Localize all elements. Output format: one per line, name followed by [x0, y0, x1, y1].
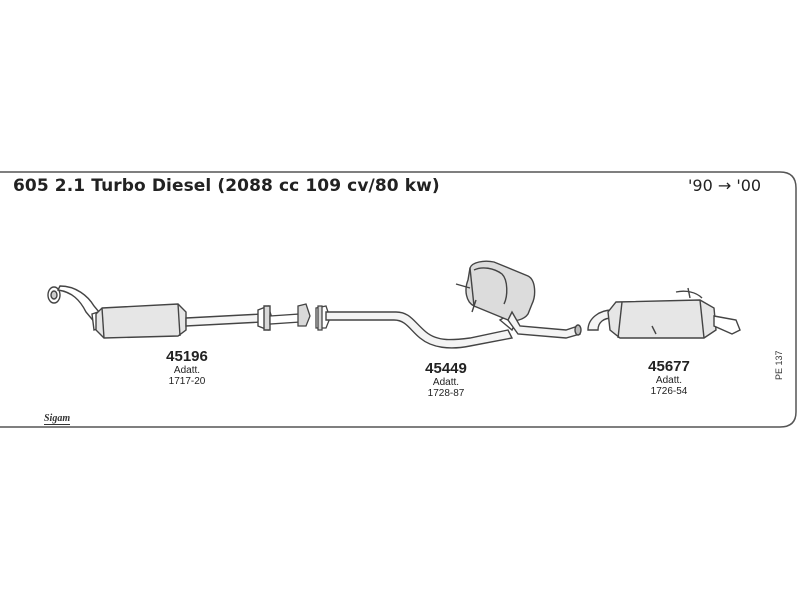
part-adapt-label: Adatt. — [432, 377, 460, 388]
rear-silencer-45677 — [587, 287, 741, 339]
panel-frame — [0, 171, 797, 428]
part-reference: 1728-87 — [427, 388, 465, 399]
joint-clamp — [269, 303, 331, 331]
middle-silencer-45449 — [455, 260, 582, 339]
part-reference: 1726-54 — [650, 386, 688, 397]
part-number: 45449 — [425, 360, 467, 377]
part-label-3: 45677 Adatt. 1726-54 — [637, 358, 701, 398]
part-adapt-label: Adatt. — [173, 365, 201, 376]
production-years: '90 → '00 — [688, 176, 762, 195]
sheet-code: PE 137 — [774, 350, 784, 380]
intermediate-pipe-45449 — [325, 311, 522, 349]
model-title: 605 2.1 Turbo Diesel (2088 cc 109 cv/80 … — [13, 176, 440, 196]
part-number: 45677 — [648, 358, 690, 375]
brand-logo: Sigam — [44, 413, 71, 425]
part-reference: 1717-20 — [168, 376, 206, 387]
part-adapt-label: Adatt. — [655, 375, 683, 386]
front-silencer-45196 — [95, 303, 273, 339]
part-number: 45196 — [166, 348, 208, 365]
part-label-2: 45449 Adatt. 1728-87 — [414, 360, 478, 400]
part-label-1: 45196 Adatt. 1717-20 — [155, 348, 219, 388]
